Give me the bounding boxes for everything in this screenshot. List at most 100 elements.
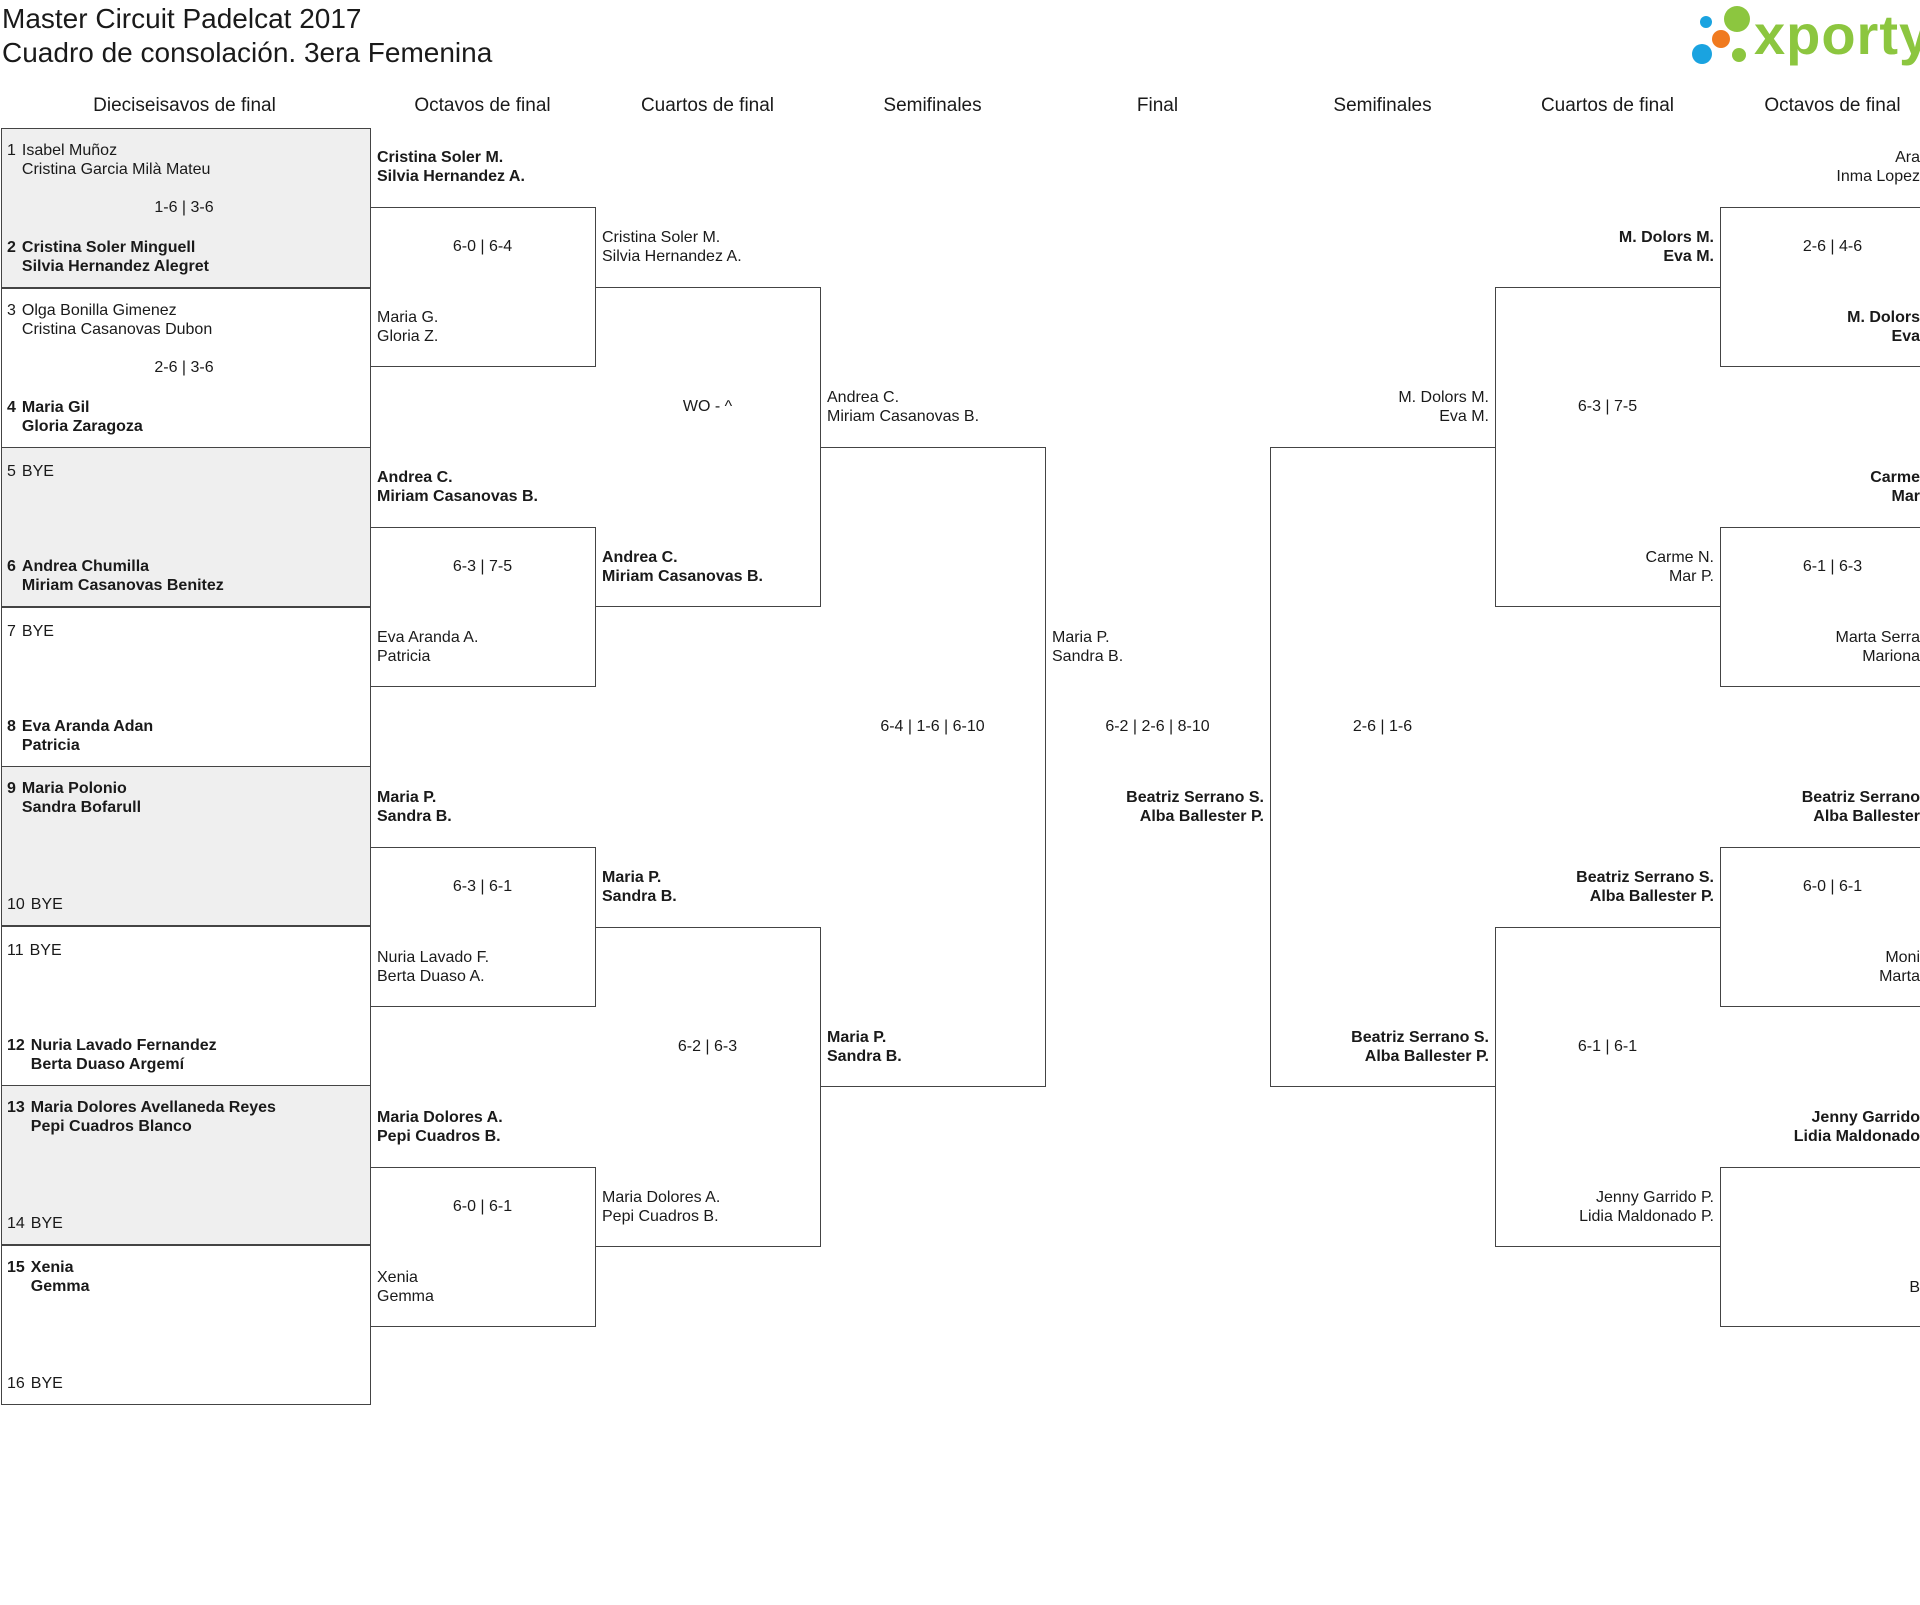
- player-name: Gloria Zaragoza: [21, 417, 143, 435]
- seed-number: 8: [7, 717, 16, 735]
- team-entry: Jenny Garrido P.Lidia Maldonado P.: [1497, 1188, 1714, 1226]
- seed-number: 9: [7, 780, 16, 797]
- bracket-connector: [595, 927, 821, 1247]
- match-box: [1, 447, 371, 607]
- round-header-sf-right: Semifinales: [1333, 95, 1432, 116]
- player-name: Miriam Casanovas B.: [602, 568, 763, 585]
- player-name: Alba Ballester P.: [1139, 808, 1264, 825]
- team-entry: Andrea C.Miriam Casanovas B.: [377, 468, 538, 506]
- player-name: Sandra B.: [377, 808, 452, 825]
- player-name: Maria Gil: [21, 398, 90, 416]
- team-entry: Beatriz Serrano S.Alba Ballester P.: [1272, 1028, 1489, 1066]
- team-entry: Eva Aranda A.Patricia: [377, 628, 478, 666]
- player-name: Cristina Garcia Milà Mateu: [21, 161, 211, 178]
- round-header-r8-right: Octavos de final: [1764, 95, 1901, 116]
- player-name: BYE: [30, 1374, 63, 1392]
- seed-number: 4: [7, 398, 16, 416]
- player-name: Eva M.: [1439, 408, 1489, 425]
- player-name: Cristina Soler M.: [377, 149, 504, 166]
- player-name: Sandra Bofarull: [21, 799, 142, 816]
- player-name: Silvia Hernandez A.: [377, 168, 525, 185]
- player-name: Eva Aranda A.: [377, 629, 479, 646]
- bracket-connector: [1720, 207, 1920, 367]
- match-box: [1, 1085, 371, 1245]
- bracket-connector: [820, 447, 1046, 1087]
- seed-number: 12: [7, 1036, 25, 1054]
- team-names: BYE: [22, 622, 54, 641]
- player-name: Sandra B.: [1052, 648, 1124, 665]
- player-name: BYE: [21, 463, 54, 480]
- player-name: Jenny Garrido P.: [1596, 1189, 1714, 1206]
- team-entry: Andrea C. Miriam Casanovas B.: [602, 548, 763, 586]
- player-name: Mariona: [1862, 648, 1920, 665]
- round-header-r16: Dieciseisavos de final: [93, 95, 276, 116]
- team-entry: Carme N. Mar P.: [1497, 548, 1714, 586]
- player-name: Miriam Casanovas B.: [827, 408, 980, 425]
- player-name: Gemma: [377, 1288, 434, 1305]
- team-names: BYE: [30, 941, 62, 960]
- player-name: Maria P.: [602, 869, 662, 886]
- match-score: 1-6 | 3-6: [154, 199, 214, 216]
- player-name: Jenny Garrido: [1811, 1109, 1920, 1126]
- team-entry: Cristina Soler M.Silvia Hernandez A.: [602, 228, 742, 266]
- player-name: Miriam Casanovas Benitez: [21, 577, 224, 594]
- player-name: Marta Serra: [1835, 629, 1920, 646]
- player-name: Marta: [1879, 968, 1920, 985]
- round-header-qf-right: Cuartos de final: [1540, 95, 1675, 116]
- team-entry: Maria P.Sandra B.: [602, 868, 677, 906]
- player-name: Nuria Lavado F.: [377, 949, 490, 966]
- player-name: Alba Ballester: [1813, 808, 1920, 825]
- xporty-logo: xporty: [1688, 2, 1920, 68]
- page-subtitle: Cuadro de consolación. 3era Femenina: [2, 37, 493, 68]
- seed-number: 3: [7, 301, 16, 319]
- team-entry: Andrea C.Miriam Casanovas B.: [827, 388, 979, 426]
- team-names: BYE: [31, 895, 63, 914]
- player-name: Eva M.: [1663, 248, 1714, 265]
- player-name: Maria Dolores Avellaneda Reyes: [30, 1099, 276, 1116]
- player-name: Maria Dolores A.: [377, 1109, 503, 1126]
- player-name: Nuria Lavado Fernandez: [30, 1036, 217, 1054]
- player-name: Andrea C.: [377, 469, 453, 486]
- match-box: [1, 1244, 371, 1405]
- bracket-connector: [1720, 527, 1920, 687]
- team-entry: Nuria Lavado F.Berta Duaso A.: [377, 948, 489, 986]
- player-name: Cristina Soler Minguell: [21, 239, 196, 256]
- bracket-connector: [1495, 927, 1721, 1247]
- match-score: 6-0 | 6-4: [452, 238, 513, 255]
- player-name: Berta Duaso Argemí: [30, 1055, 185, 1073]
- player-name: Inma Lopez: [1836, 168, 1920, 185]
- round-header-qf-left: Cuartos de final: [640, 95, 775, 116]
- team-entry: Maria P.Sandra B.: [1052, 628, 1123, 666]
- player-name: BYE: [30, 896, 63, 913]
- match-score: 6-2 | 6-3: [677, 1038, 738, 1055]
- player-name: Mar P.: [1668, 568, 1714, 585]
- player-name: Andrea C.: [602, 549, 678, 566]
- seed-number: 7: [7, 622, 16, 640]
- player-name: Isabel Muñoz: [21, 142, 118, 159]
- player-name: Carme N.: [1645, 549, 1714, 566]
- player-name: Beatriz Serrano S.: [1576, 869, 1714, 886]
- player-name: Sandra B.: [827, 1048, 902, 1065]
- player-name: Pepi Cuadros Blanco: [30, 1118, 192, 1135]
- match-score: 2-6 | 3-6: [154, 358, 214, 376]
- round-header-r8-left: Octavos de final: [414, 95, 551, 116]
- round-header-sf-left: Semifinales: [883, 95, 982, 116]
